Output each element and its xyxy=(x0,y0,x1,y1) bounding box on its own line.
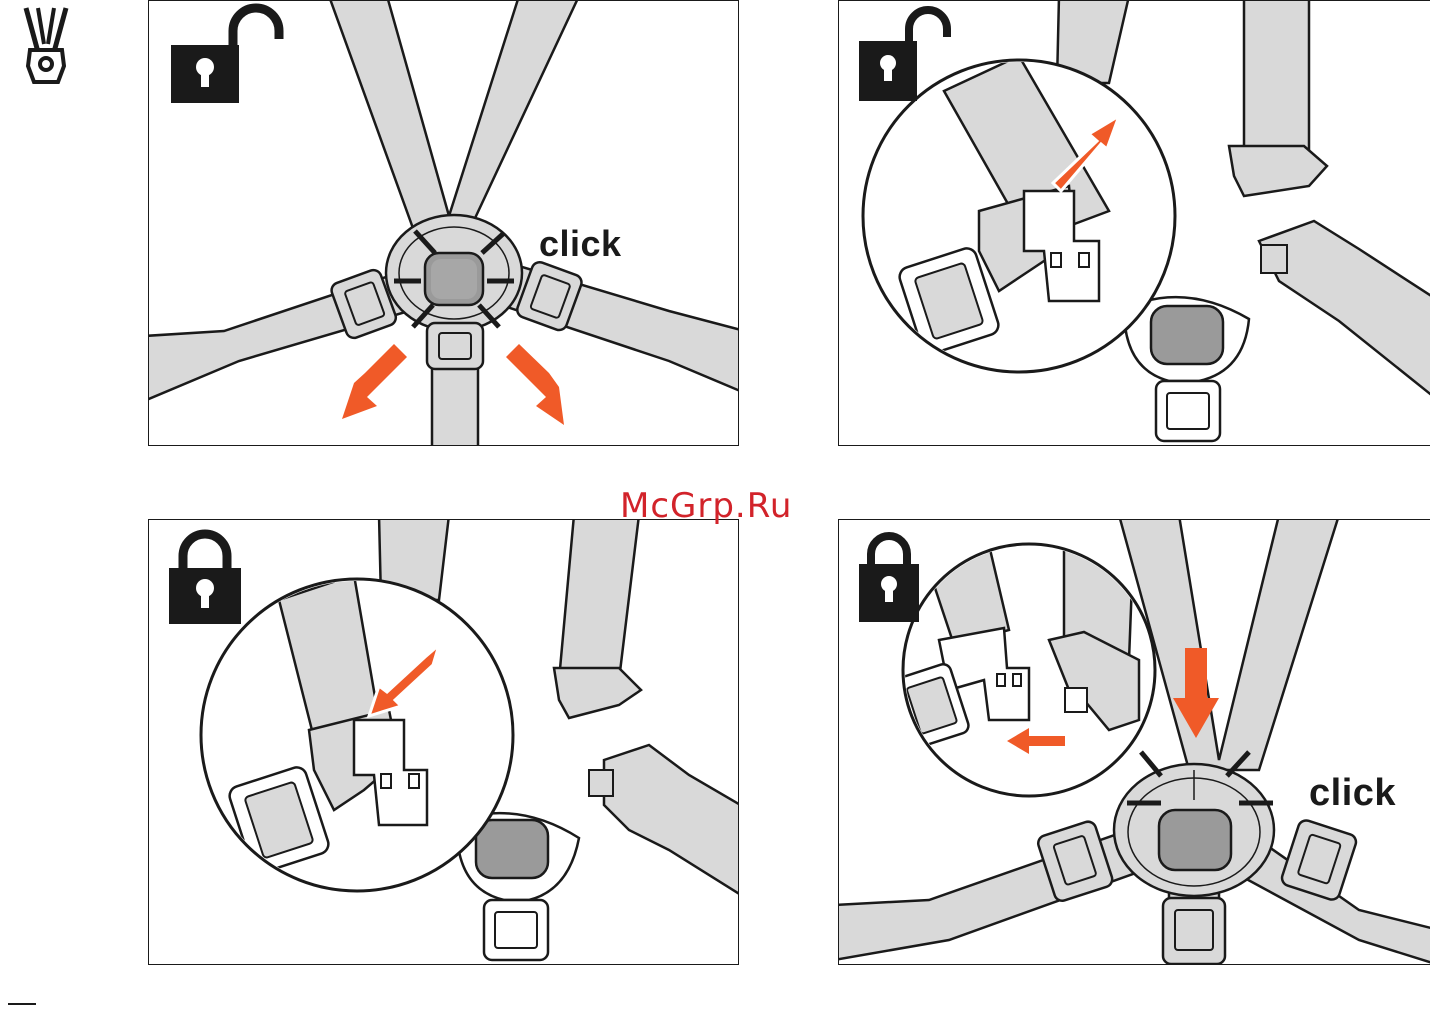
harness-clip-icon xyxy=(18,4,74,88)
page-rule xyxy=(8,1003,36,1005)
click-label: click xyxy=(539,223,622,265)
step-panel-3 xyxy=(148,519,739,965)
step-panel-4: click xyxy=(838,519,1430,965)
step-panel-1: click xyxy=(148,0,739,446)
step-panel-2 xyxy=(838,0,1430,446)
click-label: click xyxy=(1309,772,1396,815)
padlock-open-icon xyxy=(171,8,279,103)
watermark-text: McGrp.Ru xyxy=(620,486,792,526)
padlock-closed-icon xyxy=(169,534,241,624)
padlock-closed-icon xyxy=(859,536,919,622)
